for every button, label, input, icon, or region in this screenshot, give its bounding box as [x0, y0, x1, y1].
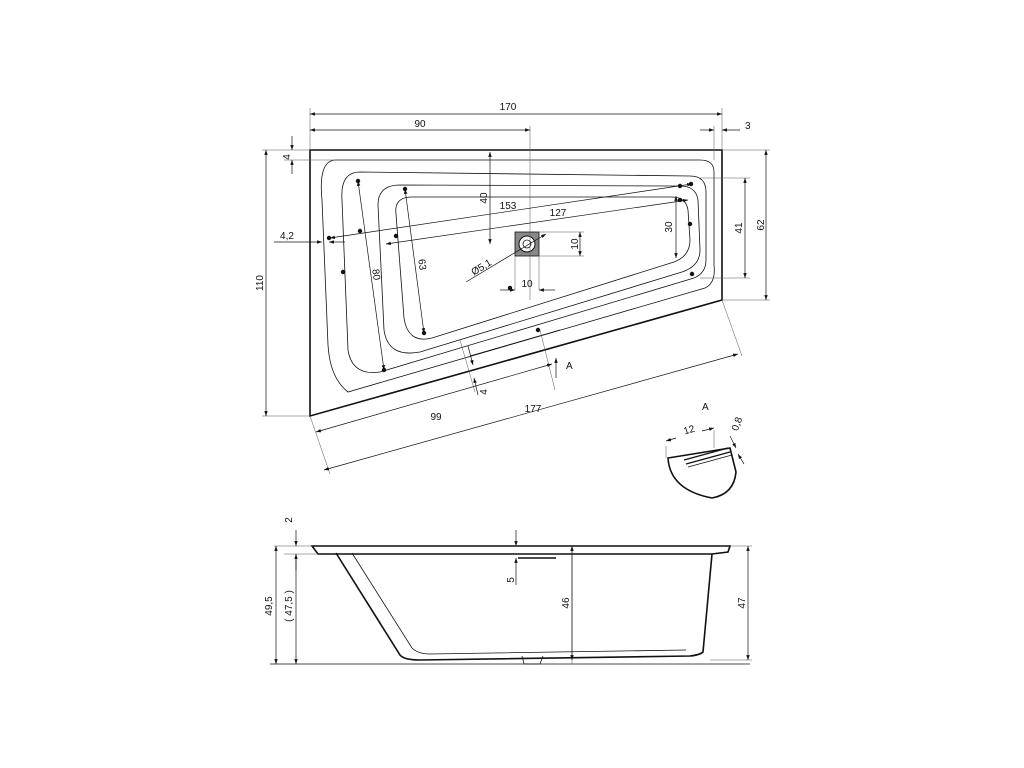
- label-10-horiz: 10: [521, 279, 533, 290]
- label-49-5: 49,5: [264, 596, 275, 616]
- label-5: 5: [506, 577, 517, 583]
- label-4-2: 4,2: [280, 231, 294, 242]
- detail-a-strip-1: [683, 447, 729, 461]
- detail-a-strip-3: [687, 454, 733, 468]
- side-body-inner: [351, 552, 687, 655]
- detail-a-strip-2: [685, 451, 731, 465]
- top-view: 170 90 3 4 110 62 41 30 40 153 127 10 10…: [255, 102, 770, 475]
- detail-a-body: [667, 447, 737, 499]
- label-30: 30: [664, 221, 675, 233]
- side-rim: [310, 545, 732, 555]
- label-10-vert: 10: [570, 238, 581, 250]
- label-110: 110: [255, 275, 266, 291]
- label-4-top: 4: [282, 154, 293, 160]
- tub-basin-outline: [341, 171, 707, 373]
- drain-circle-outer: [518, 235, 536, 253]
- dim-diameter: [465, 233, 547, 283]
- tub-rim-inner-outline: [320, 159, 715, 393]
- dim-63: [403, 188, 426, 334]
- label-80: 80: [369, 268, 382, 281]
- label-62: 62: [756, 219, 767, 231]
- dim-80: [356, 180, 386, 371]
- dim-127: [385, 199, 689, 245]
- label-41: 41: [734, 222, 745, 234]
- label-detail-12: 12: [682, 424, 696, 438]
- label-detail-08: 0,8: [730, 415, 745, 432]
- label-63: 63: [415, 258, 428, 271]
- label-section-a: A: [566, 361, 573, 372]
- overflow-edge: [469, 329, 561, 357]
- label-diameter: Ø5,1: [470, 257, 495, 278]
- label-2: 2: [284, 517, 295, 523]
- label-177: 177: [525, 404, 542, 415]
- label-153: 153: [500, 201, 517, 212]
- label-3: 3: [745, 121, 751, 132]
- side-drain: [521, 655, 544, 665]
- label-170: 170: [500, 102, 517, 113]
- label-40: 40: [479, 192, 490, 204]
- label-47: 47: [737, 597, 748, 609]
- detail-a-title: A: [702, 402, 709, 413]
- tub-floor-inner: [395, 196, 691, 340]
- label-47-5: ( 47,5 ): [284, 590, 295, 622]
- label-90: 90: [414, 119, 426, 130]
- dimension-lines: [264, 112, 768, 471]
- side-view: 2 49,5 ( 47,5 ) 5 46 47: [264, 517, 752, 665]
- label-4-front: 4: [479, 389, 490, 395]
- label-46: 46: [561, 597, 572, 609]
- label-127: 127: [550, 208, 567, 219]
- side-body: [335, 552, 713, 661]
- detail-a: A 12 0,8: [665, 402, 745, 499]
- dim-177: [323, 353, 739, 471]
- label-99: 99: [430, 412, 442, 423]
